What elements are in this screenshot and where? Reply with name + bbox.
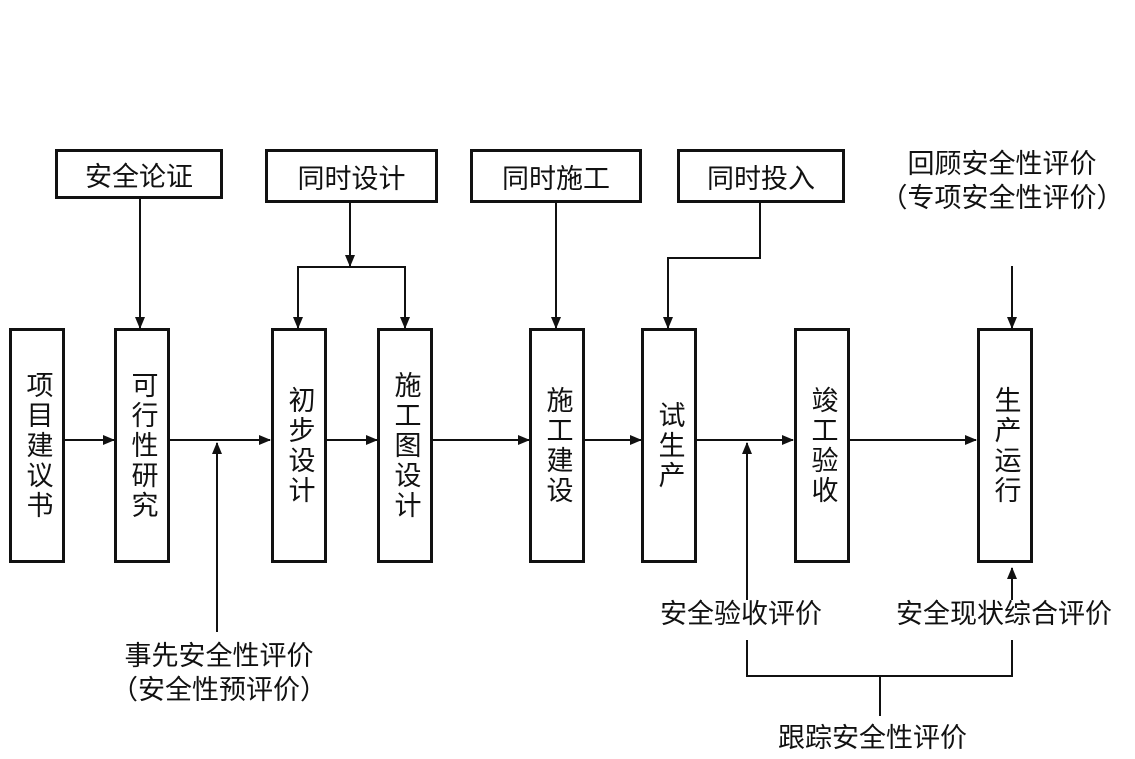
stage-proposal: 项目建议书 [9, 328, 65, 563]
prior-evaluation-line2: （安全性预评价） [111, 674, 327, 706]
tracking-evaluation-label: 跟踪安全性评价 [778, 723, 967, 754]
stage-construction: 施工建设 [529, 328, 585, 563]
acceptance-evaluation-label: 安全验收评价 [660, 599, 822, 630]
requirement-simultaneous-commissioning: 同时投入 [677, 149, 845, 203]
prior-evaluation-line1: 事先安全性评价 [124, 641, 314, 672]
retrospective-evaluation-line1: 回顾安全性评价 [907, 149, 1097, 180]
requirement-safety-argument-label: 安全论证 [85, 161, 193, 193]
stage-trial-production-label: 试生产 [653, 400, 685, 491]
prior-evaluation-label: 事先安全性评价 （安全性预评价） [105, 640, 333, 708]
stage-preliminary-design: 初步设计 [271, 328, 327, 563]
stage-construction-drawing-label: 施工图设计 [389, 370, 421, 521]
stage-feasibility-label: 可行性研究 [126, 370, 158, 521]
status-comprehensive-evaluation-label: 安全现状综合评价 [896, 599, 1112, 630]
design-branch-connector [297, 266, 406, 328]
stage-preliminary-design-label: 初步设计 [283, 385, 315, 506]
stage-proposal-label: 项目建议书 [21, 370, 53, 521]
stage-feasibility: 可行性研究 [114, 328, 170, 563]
stage-production-operation: 生产运行 [977, 328, 1033, 563]
commissioning-connector [663, 202, 761, 329]
requirement-simultaneous-construction: 同时施工 [470, 149, 642, 203]
stage-trial-production: 试生产 [641, 328, 697, 563]
requirement-simultaneous-design: 同时设计 [265, 149, 438, 203]
stage-construction-label: 施工建设 [541, 385, 573, 506]
retrospective-evaluation-line2: （专项安全性评价） [880, 182, 1124, 214]
requirement-simultaneous-construction-label: 同时施工 [502, 163, 610, 195]
tracking-bracket [746, 640, 1013, 677]
stage-completion-acceptance: 竣工验收 [794, 328, 850, 563]
stage-completion-acceptance-label: 竣工验收 [806, 385, 838, 506]
retrospective-evaluation-label: 回顾安全性评价 （专项安全性评价） [872, 148, 1132, 216]
requirement-safety-argument: 安全论证 [55, 149, 223, 199]
requirement-simultaneous-commissioning-label: 同时投入 [707, 163, 815, 195]
stage-construction-drawing: 施工图设计 [377, 328, 433, 563]
requirement-simultaneous-design-label: 同时设计 [297, 163, 406, 195]
stage-production-operation-label: 生产运行 [989, 385, 1021, 506]
